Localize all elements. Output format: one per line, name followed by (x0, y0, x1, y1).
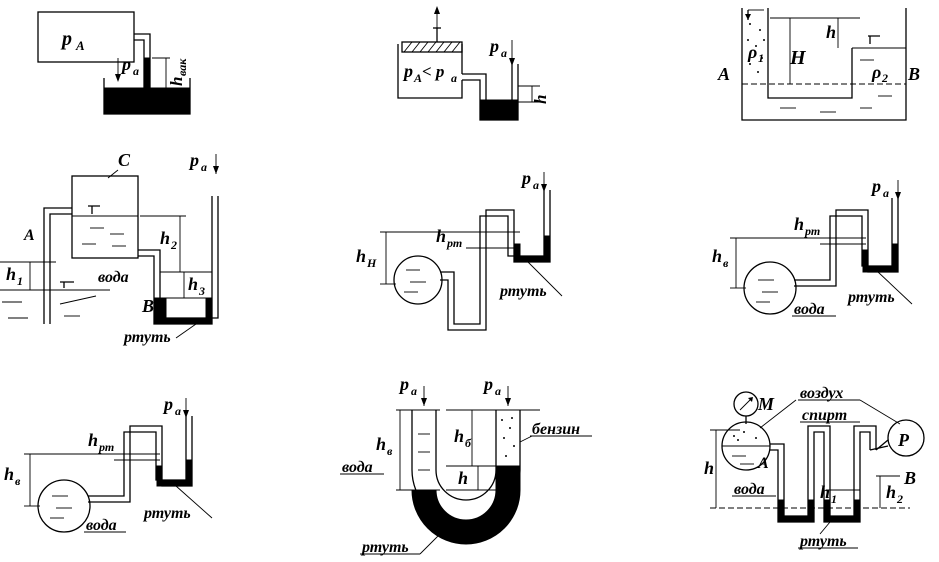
diagram-sphere-hv-left: p a h рт h в вода ртуть (4, 394, 213, 534)
svg-text:ртуть: ртуть (498, 283, 547, 300)
svg-text:p: p (520, 168, 531, 188)
svg-text:p: p (482, 374, 493, 394)
svg-text:B: B (903, 468, 916, 488)
svg-text:A: A (757, 455, 769, 472)
svg-text:1: 1 (831, 492, 837, 506)
svg-text:A: A (413, 71, 422, 85)
svg-text:a: a (533, 178, 539, 192)
svg-text:h: h (704, 458, 714, 478)
svg-text:ρ: ρ (871, 62, 881, 82)
svg-text:в: в (15, 474, 21, 488)
svg-text:h: h (531, 95, 550, 104)
vessel-p (887, 419, 925, 457)
svg-text:ртуть: ртуть (122, 329, 171, 346)
diagram-vacuum: p A p a h вак (37, 11, 191, 115)
svg-text:C: C (118, 150, 131, 170)
svg-text:в: в (387, 444, 393, 458)
vessel-a (37, 11, 135, 63)
svg-text:p: p (402, 61, 413, 81)
svg-text:ρ: ρ (747, 42, 757, 62)
svg-text:B: B (141, 296, 154, 316)
svg-text:бензин: бензин (532, 421, 580, 438)
svg-text:h: h (188, 274, 198, 294)
svg-text:h: h (458, 468, 468, 488)
svg-text:ртуть: ртуть (142, 505, 191, 522)
svg-text:< p: < p (422, 62, 444, 81)
svg-text:h: h (886, 482, 896, 502)
svg-text:h: h (356, 246, 366, 266)
diagram-sphere-hv-right: p a h рт h в вода ртуть (712, 176, 913, 318)
svg-text:h: h (826, 22, 836, 42)
svg-text:2: 2 (881, 71, 888, 85)
svg-text:a: a (175, 404, 181, 418)
svg-text:спирт: спирт (802, 407, 847, 424)
svg-text:A: A (23, 227, 35, 244)
svg-text:вода: вода (794, 301, 825, 318)
diagram-multi-tube: M A P воздух спирт h вода h 1 h 2 B ртут… (704, 385, 925, 550)
svg-text:P: P (897, 430, 910, 450)
svg-text:2: 2 (896, 492, 903, 506)
svg-text:p: p (398, 374, 409, 394)
svg-text:вода: вода (98, 269, 129, 286)
label-hvak: h (167, 77, 186, 86)
svg-text:a: a (495, 384, 501, 398)
diagram-sphere-hH: p a h рт h Н ртуть (356, 168, 563, 331)
label-pa: p (120, 54, 131, 74)
diagram-piston: p A < p a p a h (397, 6, 550, 121)
svg-text:3: 3 (198, 284, 205, 298)
label-pA-sub: A (75, 38, 85, 53)
svg-text:в: в (723, 256, 729, 270)
svg-text:a: a (133, 64, 139, 78)
svg-text:2: 2 (170, 238, 177, 252)
diagram-tank-rho: h H ρ 1 ρ 2 A B (717, 8, 920, 121)
svg-text:вода: вода (342, 459, 373, 476)
svg-text:воздух: воздух (800, 385, 843, 402)
svg-text:Н: Н (366, 256, 377, 270)
svg-text:ртуть: ртуть (798, 533, 847, 550)
svg-text:рт: рт (804, 224, 820, 238)
svg-text:б: б (465, 436, 472, 450)
svg-text:a: a (411, 384, 417, 398)
svg-text:1: 1 (17, 274, 23, 288)
svg-text:рт: рт (446, 236, 462, 250)
svg-text:h: h (454, 426, 464, 446)
svg-text:рт: рт (98, 440, 114, 454)
svg-text:M: M (757, 394, 775, 414)
reservoir-liquid (104, 87, 190, 115)
svg-text:a: a (201, 160, 207, 174)
svg-text:h: h (794, 214, 804, 234)
svg-text:h: h (436, 226, 446, 246)
svg-text:H: H (789, 47, 807, 69)
svg-text:h: h (6, 264, 16, 284)
svg-text:a: a (451, 71, 457, 85)
svg-text:a: a (883, 186, 889, 200)
svg-text:p: p (488, 36, 499, 56)
svg-text:A: A (717, 64, 730, 84)
svg-text:вода: вода (734, 481, 765, 498)
svg-text:1: 1 (758, 51, 764, 65)
svg-text:вода: вода (86, 517, 117, 534)
svg-text:B: B (907, 64, 920, 84)
svg-text:вак: вак (175, 58, 189, 76)
svg-text:h: h (820, 482, 830, 502)
svg-text:p: p (870, 176, 881, 196)
diagram-vessel-c: C вода A h 1 h 2 h 3 B p a ртуть (0, 150, 219, 346)
svg-text:p: p (188, 150, 199, 170)
label-pA: p (60, 28, 72, 50)
svg-text:h: h (376, 434, 386, 454)
svg-text:ртуть: ртуть (846, 289, 895, 306)
svg-text:h: h (88, 430, 98, 450)
svg-text:h: h (4, 464, 14, 484)
svg-text:ртуть: ртуть (360, 539, 409, 556)
svg-text:h: h (712, 246, 722, 266)
diagram-big-u: p a p a h в вода h б h бензин ртуть (340, 374, 592, 556)
svg-text:h: h (160, 228, 170, 248)
svg-text:p: p (162, 394, 173, 414)
svg-text:a: a (501, 46, 507, 60)
